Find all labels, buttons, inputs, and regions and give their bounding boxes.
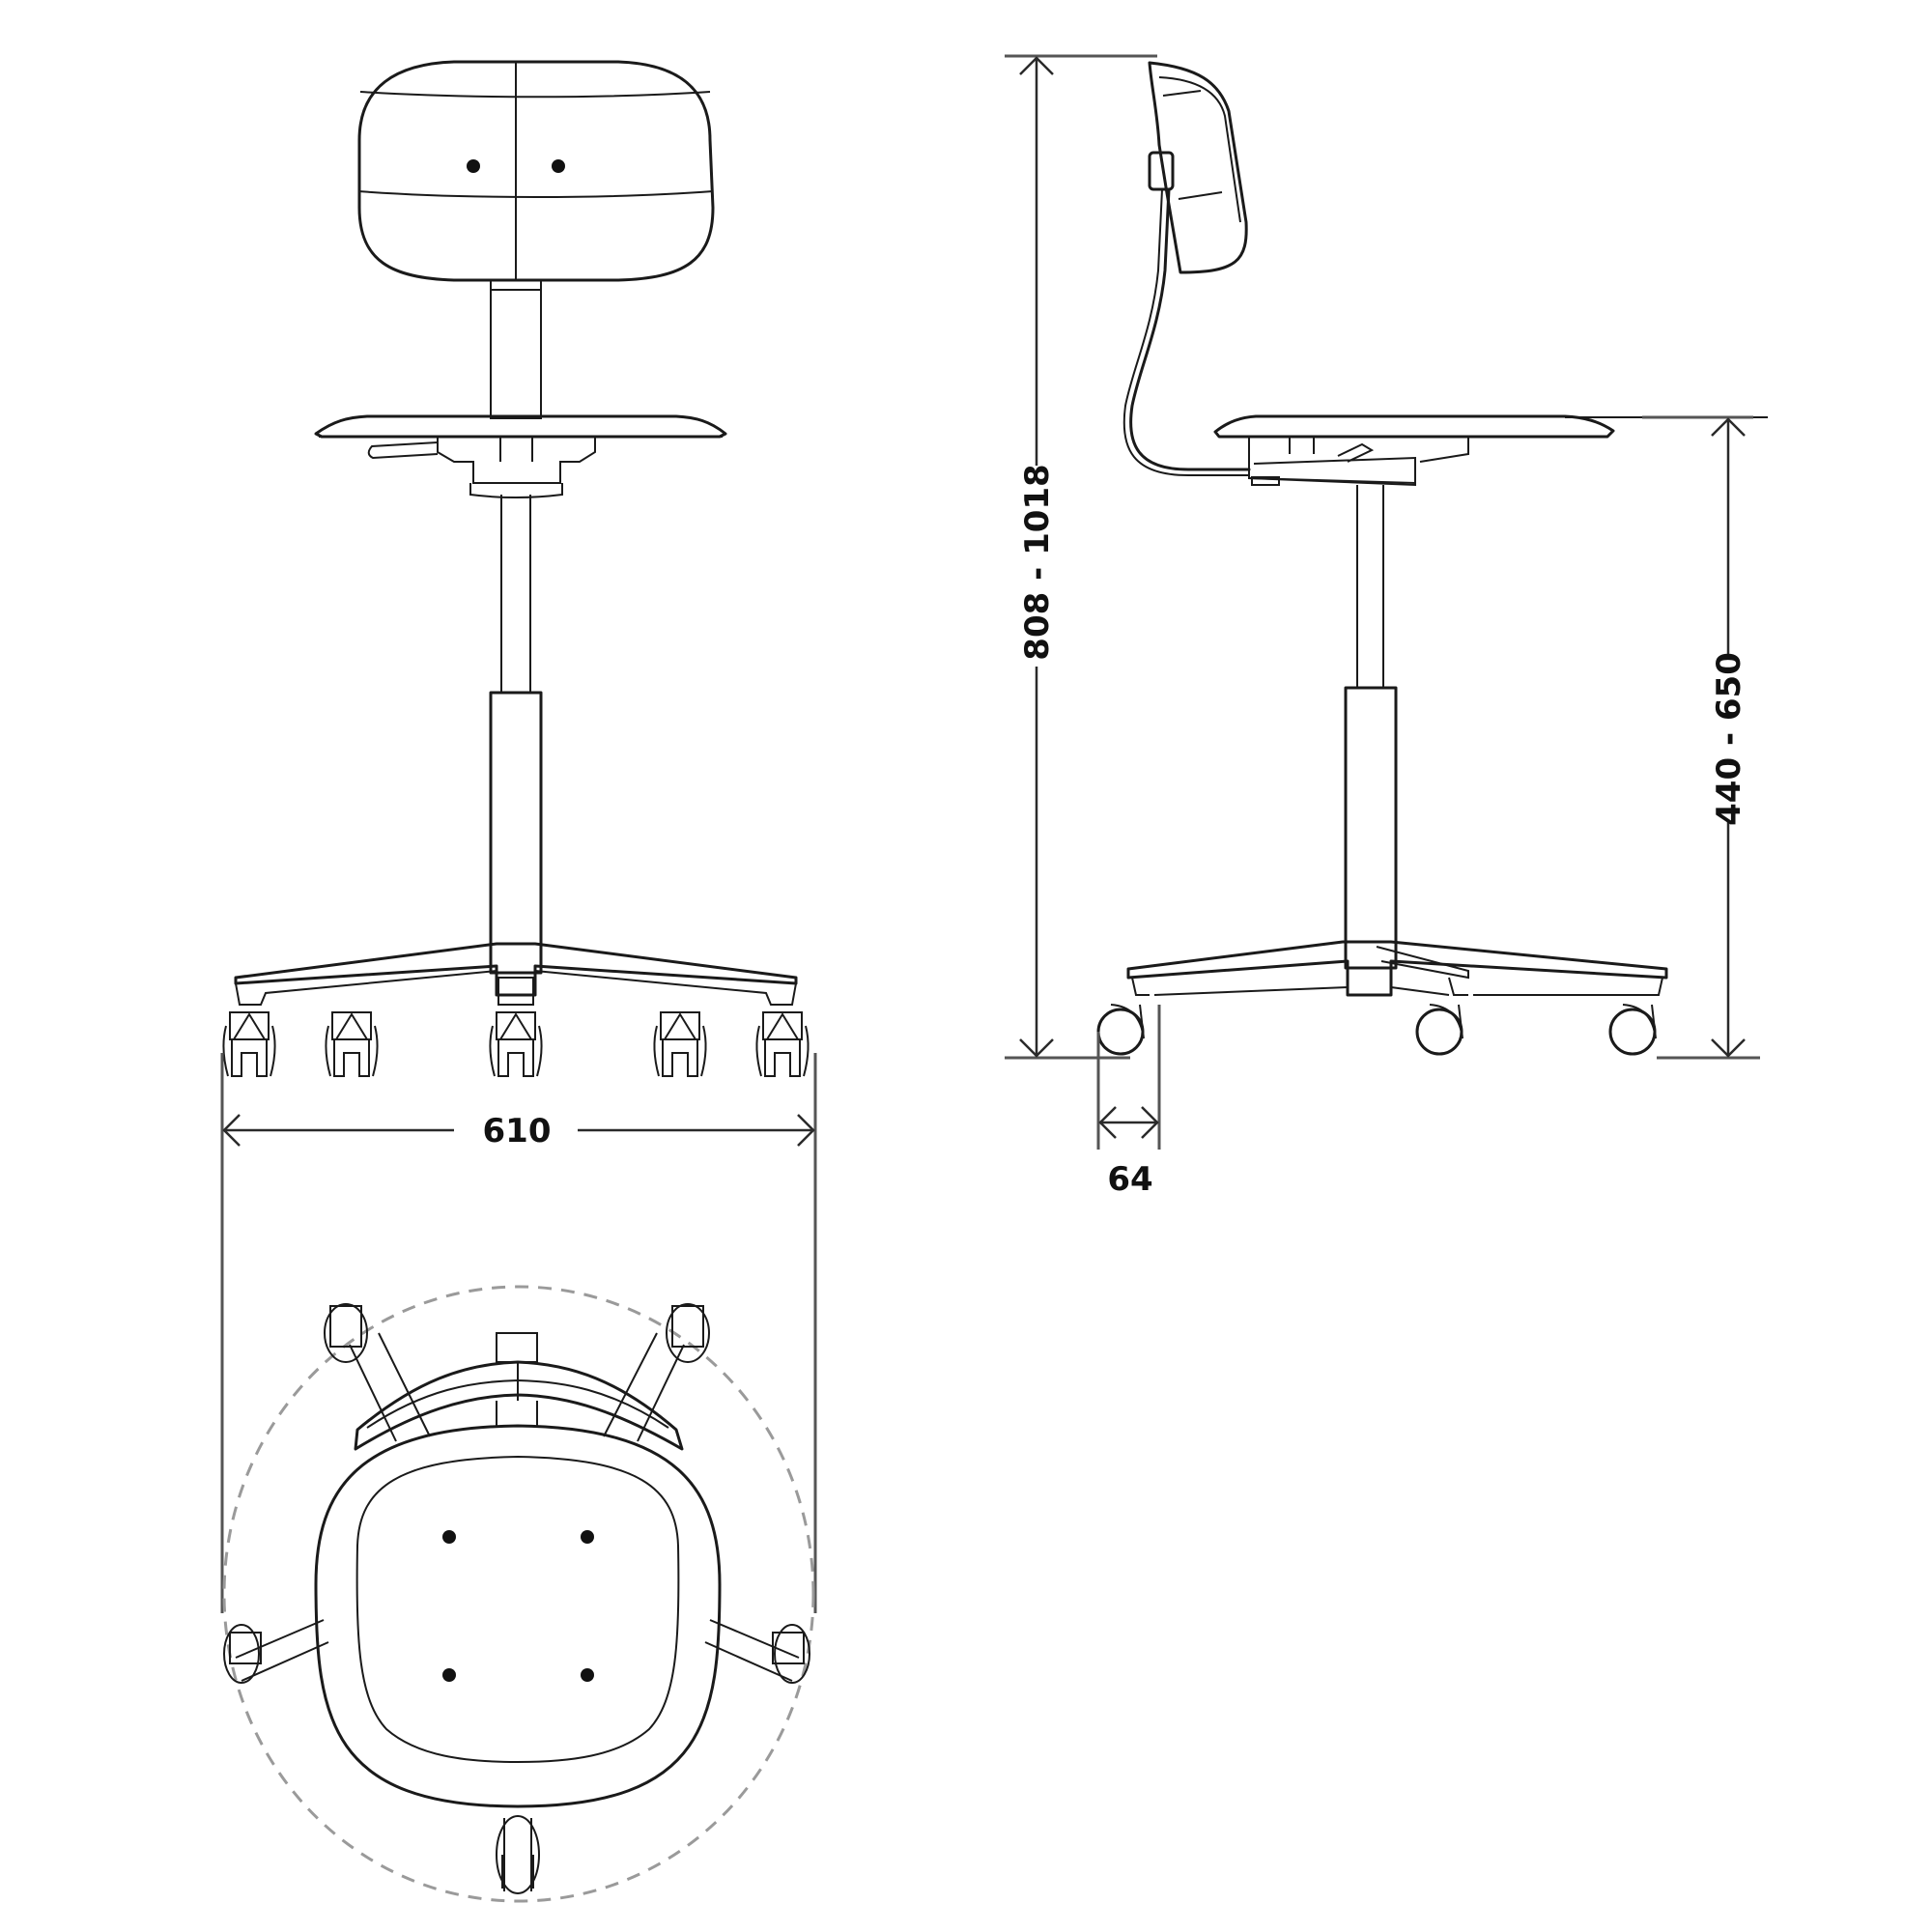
casters-front [222, 1011, 810, 1077]
caster [489, 1011, 543, 1077]
caster [324, 1303, 368, 1363]
label-caster-diameter: 64 [1107, 1160, 1152, 1199]
base-footprint-circle [222, 1285, 815, 1903]
label-seat-height: 440 - 650 [1710, 652, 1748, 826]
caster [1608, 1004, 1657, 1056]
seat-side [1213, 414, 1768, 439]
dimension-seat-height [1642, 415, 1760, 1060]
backrest-screw-icon [552, 159, 565, 173]
caster [1096, 1004, 1145, 1056]
seat-screw-icon [581, 1530, 594, 1544]
caster [496, 1815, 540, 1894]
casters-side [1096, 1004, 1657, 1056]
caster [222, 1011, 276, 1077]
top-view [222, 1285, 815, 1903]
base-legs-top [235, 1332, 800, 1889]
seat-front [314, 414, 727, 439]
caster [666, 1303, 710, 1363]
caster [653, 1011, 707, 1077]
gas-lift-front [489, 495, 543, 975]
seat-screw-icon [442, 1530, 456, 1544]
label-base-width: 610 [483, 1112, 552, 1151]
backrest-front [357, 60, 715, 282]
caster [772, 1624, 810, 1684]
mechanism-front [367, 437, 596, 498]
height-lever-front [367, 441, 439, 460]
backrest-side [1148, 61, 1248, 274]
dimension-caster-diameter [1096, 1005, 1161, 1150]
seat-screw-icon [581, 1668, 594, 1682]
gas-lift-side [1344, 485, 1398, 970]
side-view [1005, 54, 1768, 1150]
caster [755, 1011, 810, 1077]
caster [325, 1011, 379, 1077]
backrest-arm-side [1129, 187, 1251, 471]
dimension-labels: 610 64 808 - 1018 440 - 650 [464, 464, 1748, 1199]
seat-screw-icon [442, 1668, 456, 1682]
caster [223, 1624, 262, 1684]
dimension-overall-height [1005, 54, 1157, 1060]
backrest-top [354, 1332, 684, 1451]
caster [1415, 1004, 1463, 1056]
seat-top [314, 1424, 722, 1808]
base-front [234, 942, 798, 1006]
casters-top [223, 1303, 810, 1894]
base-side [1126, 940, 1668, 997]
backrest-post-front [490, 279, 542, 419]
front-view [220, 60, 817, 1613]
mechanism-side [1248, 437, 1469, 487]
backrest-screw-icon [467, 159, 480, 173]
dimension-base-width [220, 1053, 817, 1613]
height-lever-side [1337, 442, 1375, 463]
label-overall-height: 808 - 1018 [1018, 464, 1057, 660]
